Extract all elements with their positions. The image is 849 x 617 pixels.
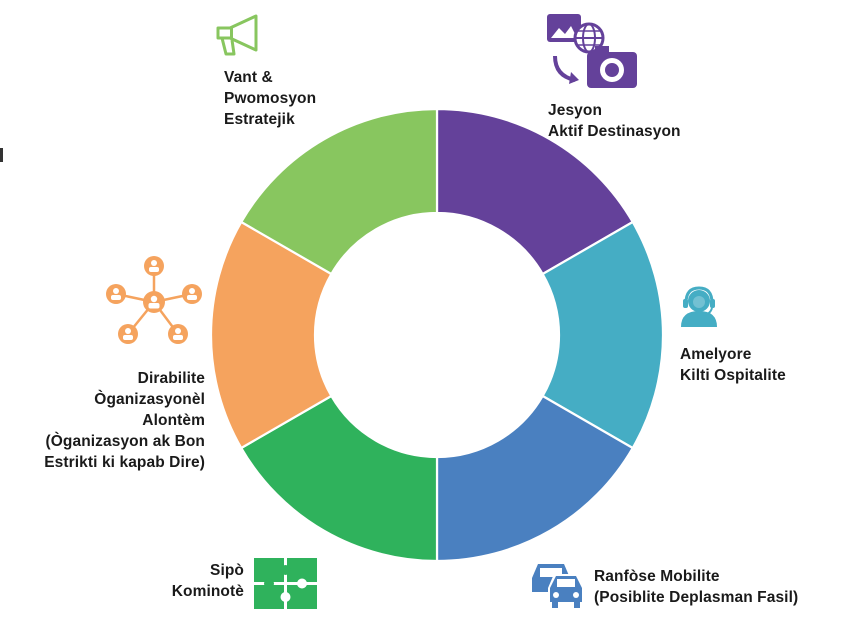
label-destination: Jesyon Aktif Destinasyon (548, 102, 681, 140)
cars-icon (532, 564, 584, 608)
segment-mobility (435, 394, 635, 563)
network-people-icon (106, 256, 202, 344)
label-hospitality: Amelyore Kilti Ospitalite (680, 346, 786, 384)
puzzle-icon (254, 558, 317, 609)
photo-globe-icon (547, 14, 637, 88)
label-promotion: Vant & Pwomosyon Estratejik (224, 69, 317, 128)
segment-community (239, 394, 439, 563)
edge-mark (0, 148, 3, 162)
segment-hospitality (541, 220, 665, 450)
megaphone-icon (216, 14, 258, 56)
headset-agent-icon (681, 286, 717, 327)
segment-destination (435, 107, 635, 276)
segment-promotion (239, 107, 439, 276)
label-mobility: Ranfòse Mobilite (Posiblite Deplasman Fa… (594, 568, 799, 606)
segment-organization (209, 220, 333, 450)
label-organization: Dirabilite Òganizasyonèl Alontèm (Òganiz… (44, 370, 205, 471)
label-community: Sipò Kominotè (171, 562, 244, 600)
